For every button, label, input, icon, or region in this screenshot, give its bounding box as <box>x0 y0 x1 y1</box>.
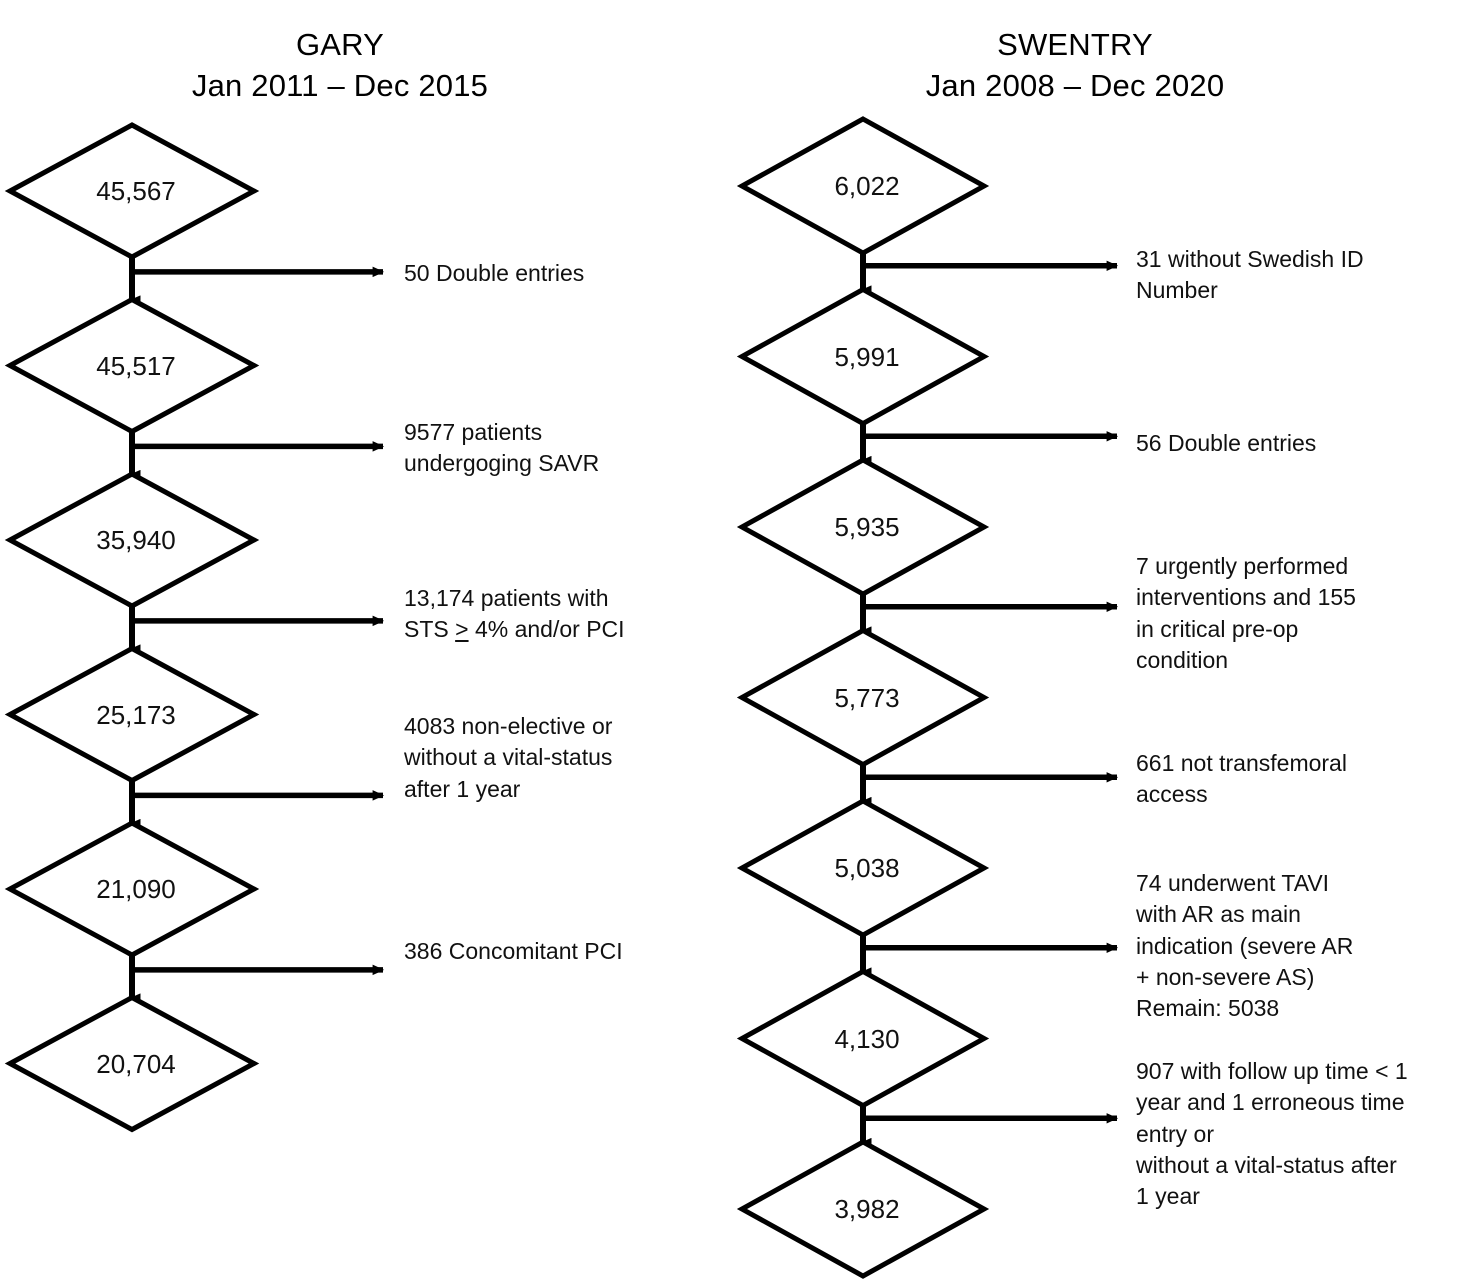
column-title-gary: GARY Jan 2011 – Dec 2015 <box>191 27 489 104</box>
flow-node-value: 25,173 <box>96 699 176 730</box>
flow-node-value: 45,567 <box>96 176 176 206</box>
exclusion-label: 4083 non-elective or without a vital-sta… <box>404 713 613 802</box>
flow-node-value: 20,704 <box>96 1048 176 1079</box>
exclusion-label: 31 without Swedish ID Number <box>1136 246 1364 304</box>
exclusion-label: 13,174 patients with STS > 4% and/or PCI <box>404 585 625 643</box>
flow-node-diamond <box>736 1139 990 1279</box>
flow-node-value: 5,773 <box>834 682 900 713</box>
flow-node-value: 5,038 <box>834 853 900 883</box>
flow-node-value: 5,935 <box>834 512 900 542</box>
exclusion-label: 56 Double entries <box>1136 430 1317 456</box>
flow-node-value: 35,940 <box>96 525 176 555</box>
exclusion-label: 9577 patients undergoging SAVR <box>404 419 600 477</box>
column-title-swentry: SWENTRY Jan 2008 – Dec 2020 <box>925 27 1225 104</box>
greater-or-equal-glyph: > <box>455 616 469 643</box>
exclusion-label: 7 urgently performed interventions and 1… <box>1136 553 1356 673</box>
exclusion-label: 386 Concomitant PCI <box>404 938 623 964</box>
flow-node-diamond <box>4 994 260 1133</box>
exclusion-label: 50 Double entries <box>404 260 585 286</box>
flow-node-value: 45,517 <box>96 350 176 381</box>
flow-node-value: 3,982 <box>834 1194 900 1224</box>
exclusion-label: 74 underwent TAVI with AR as main indica… <box>1136 870 1354 1022</box>
flow-node-value: 4,130 <box>834 1023 900 1054</box>
flow-node-value: 6,022 <box>834 171 900 201</box>
exclusion-label: 661 not transfemoral access <box>1136 750 1347 808</box>
flow-node-value: 5,991 <box>834 341 900 372</box>
exclusion-label: 907 with follow up time < 1 year and 1 e… <box>1136 1058 1408 1210</box>
flow-node-value: 21,090 <box>96 874 176 904</box>
